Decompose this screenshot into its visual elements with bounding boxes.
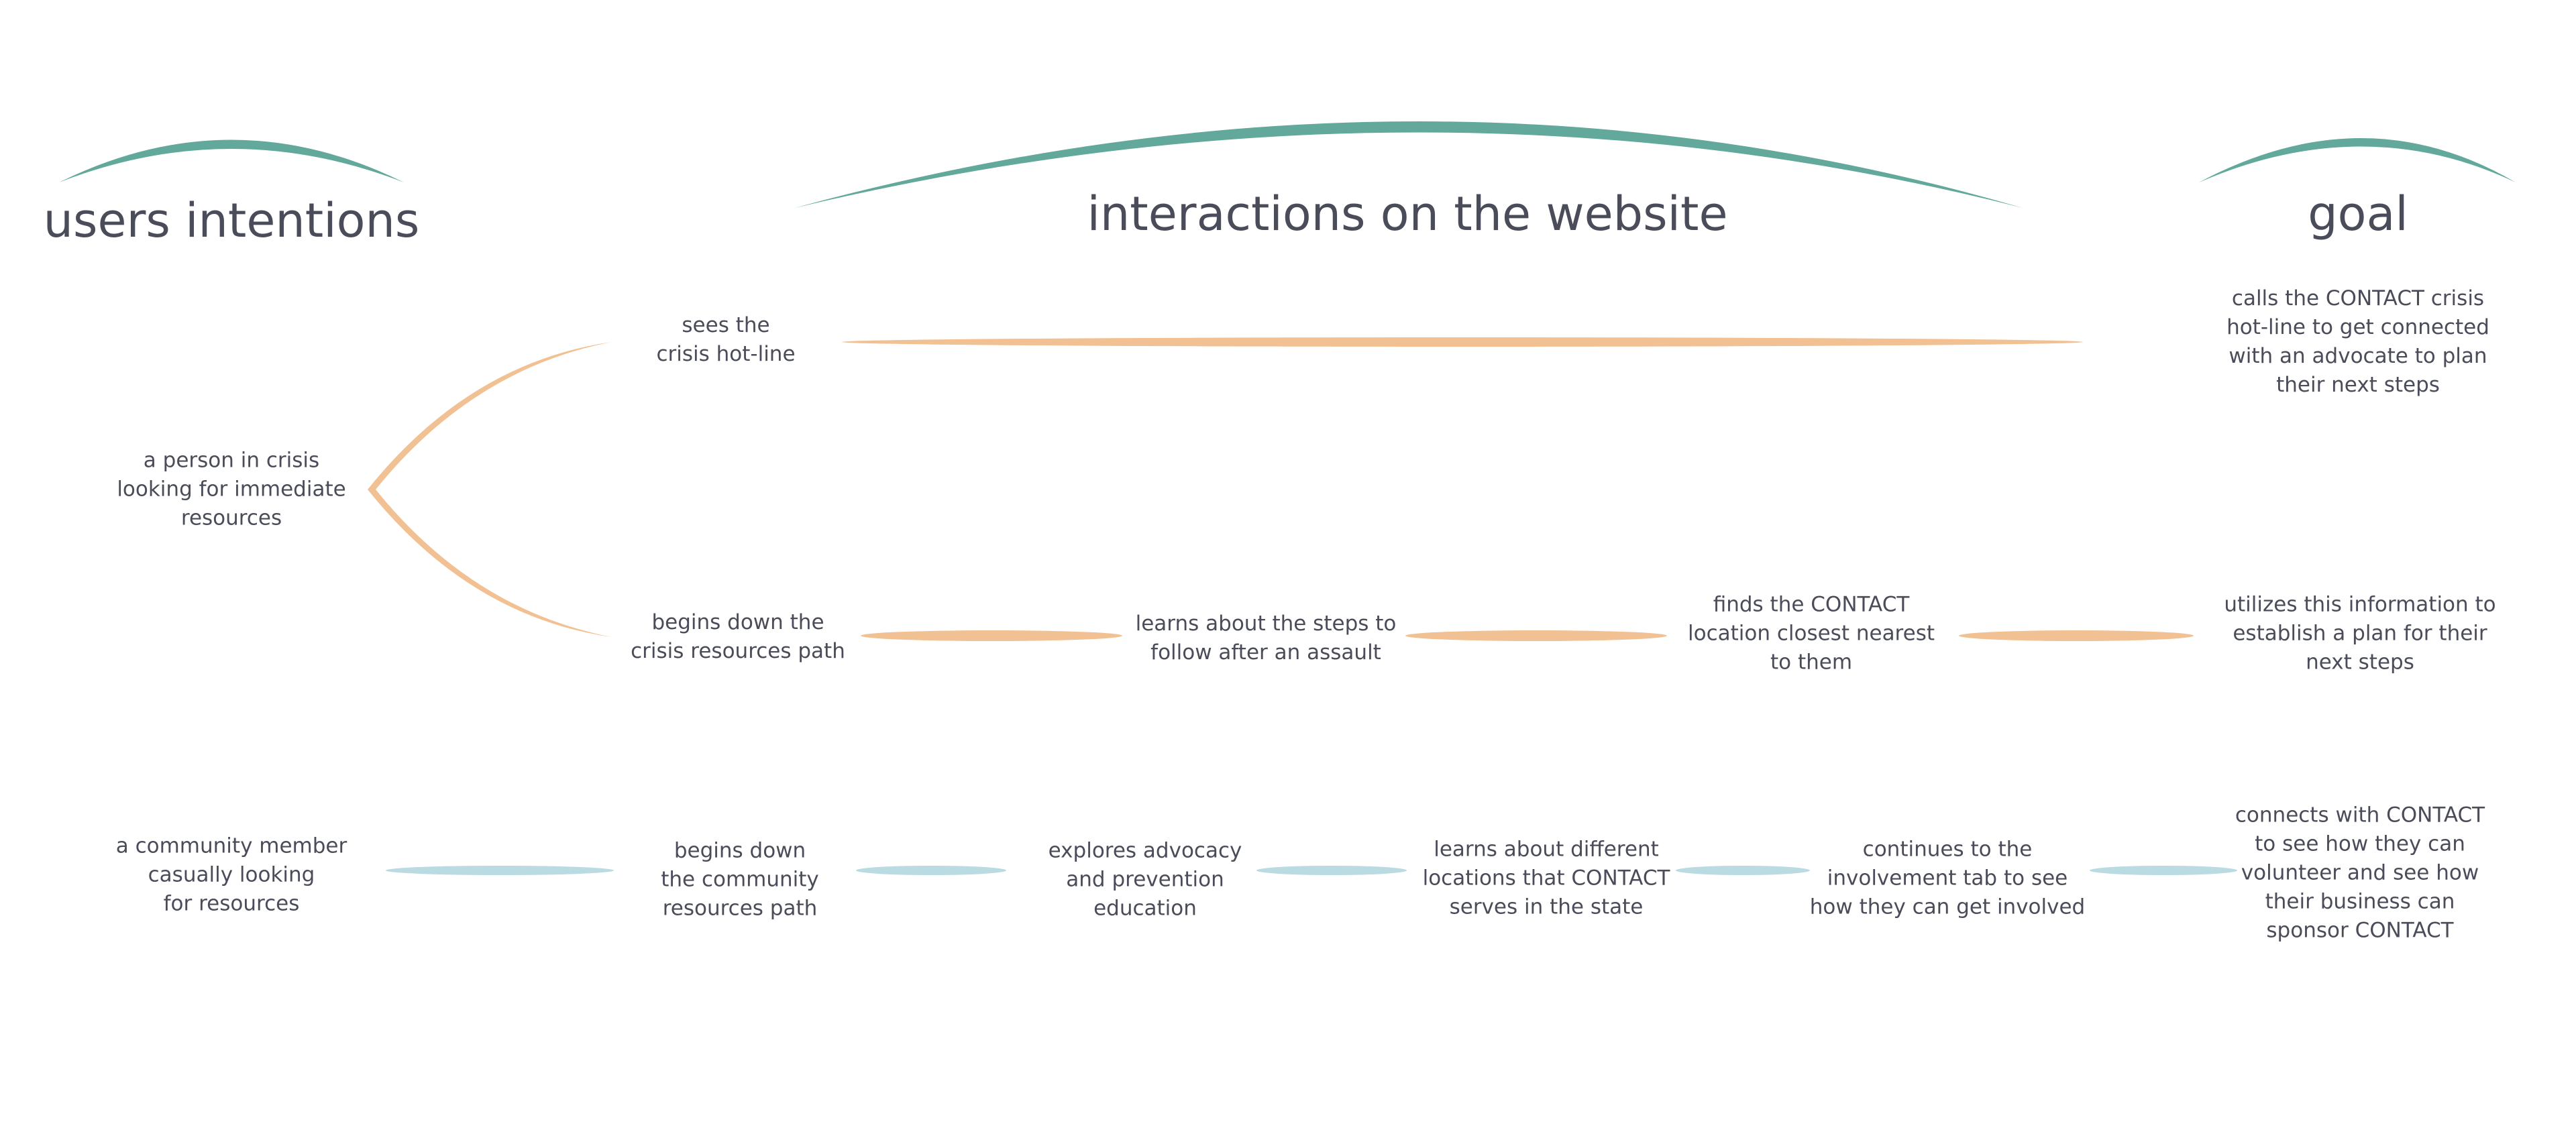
crisis-resources-step-3: finds the CONTACT location closest neare… (1687, 592, 1935, 675)
connector-crisis-3 (1959, 630, 2194, 641)
crisis-hotline-step: sees the crisis hot-line (656, 313, 796, 366)
heading-arc-goal (2199, 138, 2516, 182)
heading-arc-interactions (795, 121, 2023, 208)
community-step-1: begins down the community resources path (661, 838, 819, 921)
heading-interactions: interactions on the website (1087, 186, 1728, 241)
crisis-resources-step-2: learns about the steps to follow after a… (1135, 612, 1397, 665)
connector-community-2 (1256, 866, 1407, 875)
heading-goal: goal (2308, 186, 2408, 241)
connector-crisis-1 (861, 630, 1122, 641)
heading-arc-users-intentions (59, 139, 404, 182)
community-step-4: continues to the involvement tab to see … (1809, 837, 2086, 919)
crisis-branch-lower (368, 490, 612, 637)
connector-community-4 (2090, 866, 2237, 875)
crisis-hotline-goal: calls the CONTACT crisis hot-line to get… (2226, 286, 2489, 397)
crisis-intention: a person in crisis looking for immediate… (117, 448, 346, 530)
connector-crisis-2 (1405, 630, 1667, 641)
connector-community-0 (386, 866, 614, 875)
community-intention: a community member casually looking for … (115, 834, 347, 916)
community-step-2: explores advocacy and prevention educati… (1048, 838, 1242, 921)
crisis-resources-goal: utilizes this information to establish a… (2224, 592, 2496, 675)
community-goal: connects with CONTACT to see how they ca… (2235, 803, 2485, 943)
connector-community-3 (1676, 866, 1810, 875)
crisis-branch-upper (368, 342, 612, 490)
community-step-3: learns about different locations that CO… (1422, 837, 1670, 919)
connector-community-1 (856, 866, 1006, 875)
connector-hotline-to-goal (842, 337, 2083, 347)
heading-users-intentions: users intentions (43, 193, 420, 248)
crisis-resources-step-1: begins down the crisis resources path (631, 610, 845, 663)
